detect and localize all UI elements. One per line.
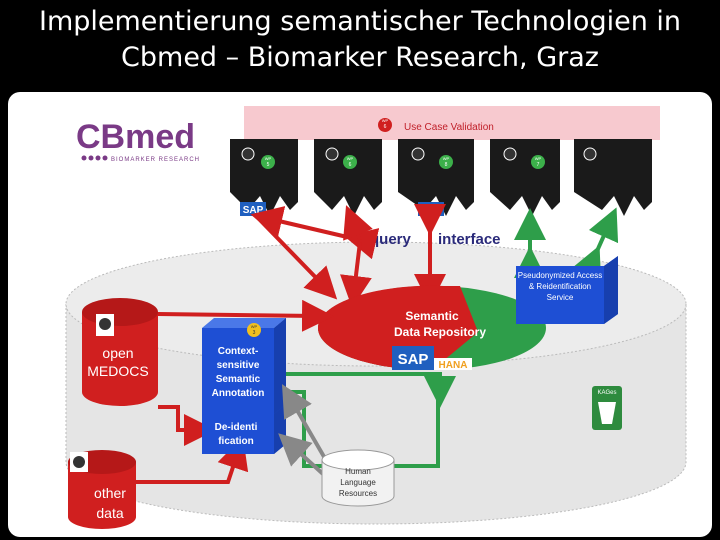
repo-label-1: Semantic xyxy=(405,309,459,323)
cbmed-logo: CBmed BIOMARKER RESEARCH xyxy=(76,118,200,163)
medocs-line-1: open xyxy=(102,345,133,361)
use-case-wp-label: WP xyxy=(382,118,389,123)
use-case-validation-bar: WP 6 Use Case Validation xyxy=(244,106,660,140)
medocs-line-2: MEDOCS xyxy=(87,363,148,379)
person-icon xyxy=(503,147,517,161)
use-case-label: Use Case Validation xyxy=(404,122,494,133)
arrow-query-down xyxy=(340,241,372,308)
person-icon xyxy=(411,147,425,161)
annotation-box: WP 3 Context- sensitive Semantic Annotat… xyxy=(202,318,286,420)
arrow-wp6 xyxy=(343,205,373,241)
logo-tagline: BIOMARKER RESEARCH xyxy=(111,157,200,163)
svg-text:WP: WP xyxy=(443,156,450,161)
wp-badge-1: WP 5 xyxy=(261,155,275,169)
svg-text:Context-: Context- xyxy=(218,346,259,357)
svg-text:SAP: SAP xyxy=(398,351,429,368)
svg-text:SAP: SAP xyxy=(421,205,442,216)
person-icon xyxy=(241,147,255,161)
svg-text:sensitive: sensitive xyxy=(217,360,260,371)
svg-text:HANA: HANA xyxy=(439,360,468,371)
arrow-green-2 xyxy=(571,207,619,282)
svg-text:WP: WP xyxy=(265,156,272,161)
svg-text:Semantic: Semantic xyxy=(216,374,261,385)
svg-text:3: 3 xyxy=(253,330,256,336)
svg-text:KAGes: KAGes xyxy=(597,390,616,396)
diagram-panel: CBmed BIOMARKER RESEARCH WP 6 Use Case V… xyxy=(8,92,712,537)
pseudonymized-label: Pseudonymized Access & Reidentification … xyxy=(517,271,603,302)
svg-text:5: 5 xyxy=(267,162,270,168)
person-icon xyxy=(325,147,339,161)
other-data-line-2: data xyxy=(96,505,123,521)
open-medocs-db: open MEDOCS xyxy=(82,298,158,406)
svg-text:Annotation: Annotation xyxy=(212,388,265,399)
pseudonymized-service-box: Pseudonymized Access & Reidentification … xyxy=(516,256,618,324)
svg-text:SAP: SAP xyxy=(243,205,264,216)
semantic-data-repository: Semantic Data Repository SAP HANA xyxy=(317,285,546,371)
slide-title: Implementierung semantischer Technologie… xyxy=(0,4,720,76)
svg-text:6: 6 xyxy=(349,162,352,168)
other-data-line-1: other xyxy=(94,485,126,501)
title-line-1: Implementierung semantischer Technologie… xyxy=(38,6,681,37)
sap-logo-right: SAP xyxy=(418,202,444,216)
person-icon xyxy=(583,147,597,161)
repo-label-2: Data Repository xyxy=(394,325,486,339)
other-data-db: other data xyxy=(68,450,136,529)
human-language-resources-db: Human Language Resources xyxy=(321,449,395,507)
svg-text:WP: WP xyxy=(535,156,542,161)
svg-text:WP: WP xyxy=(347,156,354,161)
arrow-medocs-repo xyxy=(157,299,334,332)
kages-logo: KAGes xyxy=(592,386,622,430)
query-label: query xyxy=(370,231,412,248)
arrow-wp5 xyxy=(250,206,380,260)
interface-label: interface xyxy=(438,231,501,248)
wp-column-2 xyxy=(314,139,382,216)
svg-text:De-identi: De-identi xyxy=(215,422,258,433)
svg-text:7: 7 xyxy=(537,162,540,168)
wp-column-4 xyxy=(490,139,560,216)
svg-text:Resources: Resources xyxy=(339,489,377,498)
title-line-2: Cbmed – Biomarker Research, Graz xyxy=(121,42,599,73)
svg-text:Language: Language xyxy=(340,478,376,487)
arrow-medocs-deident xyxy=(158,405,216,446)
sap-hana-logo xyxy=(392,346,434,370)
arrow-other-deident xyxy=(136,436,249,484)
wp-badge-3: WP 8 xyxy=(439,155,453,169)
use-case-wp-number: 6 xyxy=(384,124,387,130)
logo-brand: CBmed xyxy=(76,118,195,156)
person-icon xyxy=(73,456,85,468)
svg-text:WP: WP xyxy=(251,324,258,329)
svg-text:fication: fication xyxy=(218,436,254,447)
svg-text:8: 8 xyxy=(445,162,448,168)
arrow-annotation-repo xyxy=(286,372,456,408)
wp-columns xyxy=(230,139,652,216)
wp-badge-4: WP 7 xyxy=(531,155,545,169)
person-icon xyxy=(99,318,111,330)
svg-text:Human: Human xyxy=(345,467,371,476)
wp-badge-2: WP 6 xyxy=(343,155,357,169)
architecture-diagram: CBmed BIOMARKER RESEARCH WP 6 Use Case V… xyxy=(65,106,687,529)
sap-logo-left: SAP xyxy=(240,202,266,216)
arrow-left-diag xyxy=(256,216,338,300)
